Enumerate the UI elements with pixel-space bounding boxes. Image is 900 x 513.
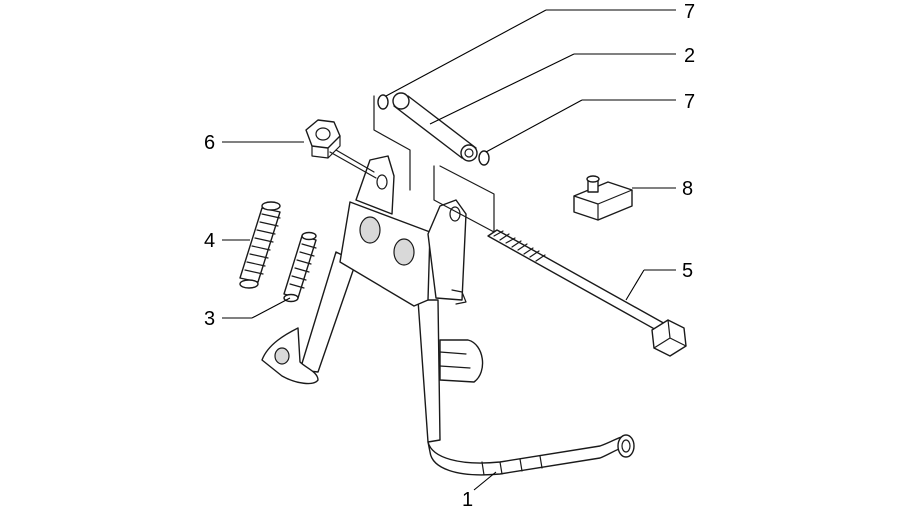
callout-3: 3	[204, 308, 215, 330]
callout-6: 6	[204, 132, 215, 154]
part-grease-fitting[interactable]	[573, 175, 633, 221]
part-nut[interactable]	[305, 119, 375, 173]
callout-8: 8	[682, 178, 693, 200]
callout-7-bottom: 7	[684, 91, 695, 113]
part-center-stand[interactable]	[299, 155, 635, 476]
part-o-ring-lower[interactable]	[478, 150, 490, 166]
part-spring-small[interactable]	[283, 231, 317, 303]
callout-5: 5	[682, 260, 693, 282]
callout-4: 4	[204, 230, 215, 252]
callout-7-top: 7	[684, 1, 695, 23]
part-spring-large[interactable]	[239, 201, 281, 289]
leader-lines	[222, 9, 676, 491]
part-foot-pad[interactable]	[261, 327, 319, 385]
assembly-guide-lines	[329, 95, 495, 233]
part-bolt[interactable]	[487, 229, 687, 357]
callout-2: 2	[684, 45, 695, 67]
part-o-ring-upper[interactable]	[377, 94, 389, 110]
part-bushing[interactable]	[392, 92, 478, 162]
callout-1: 1	[462, 489, 473, 511]
